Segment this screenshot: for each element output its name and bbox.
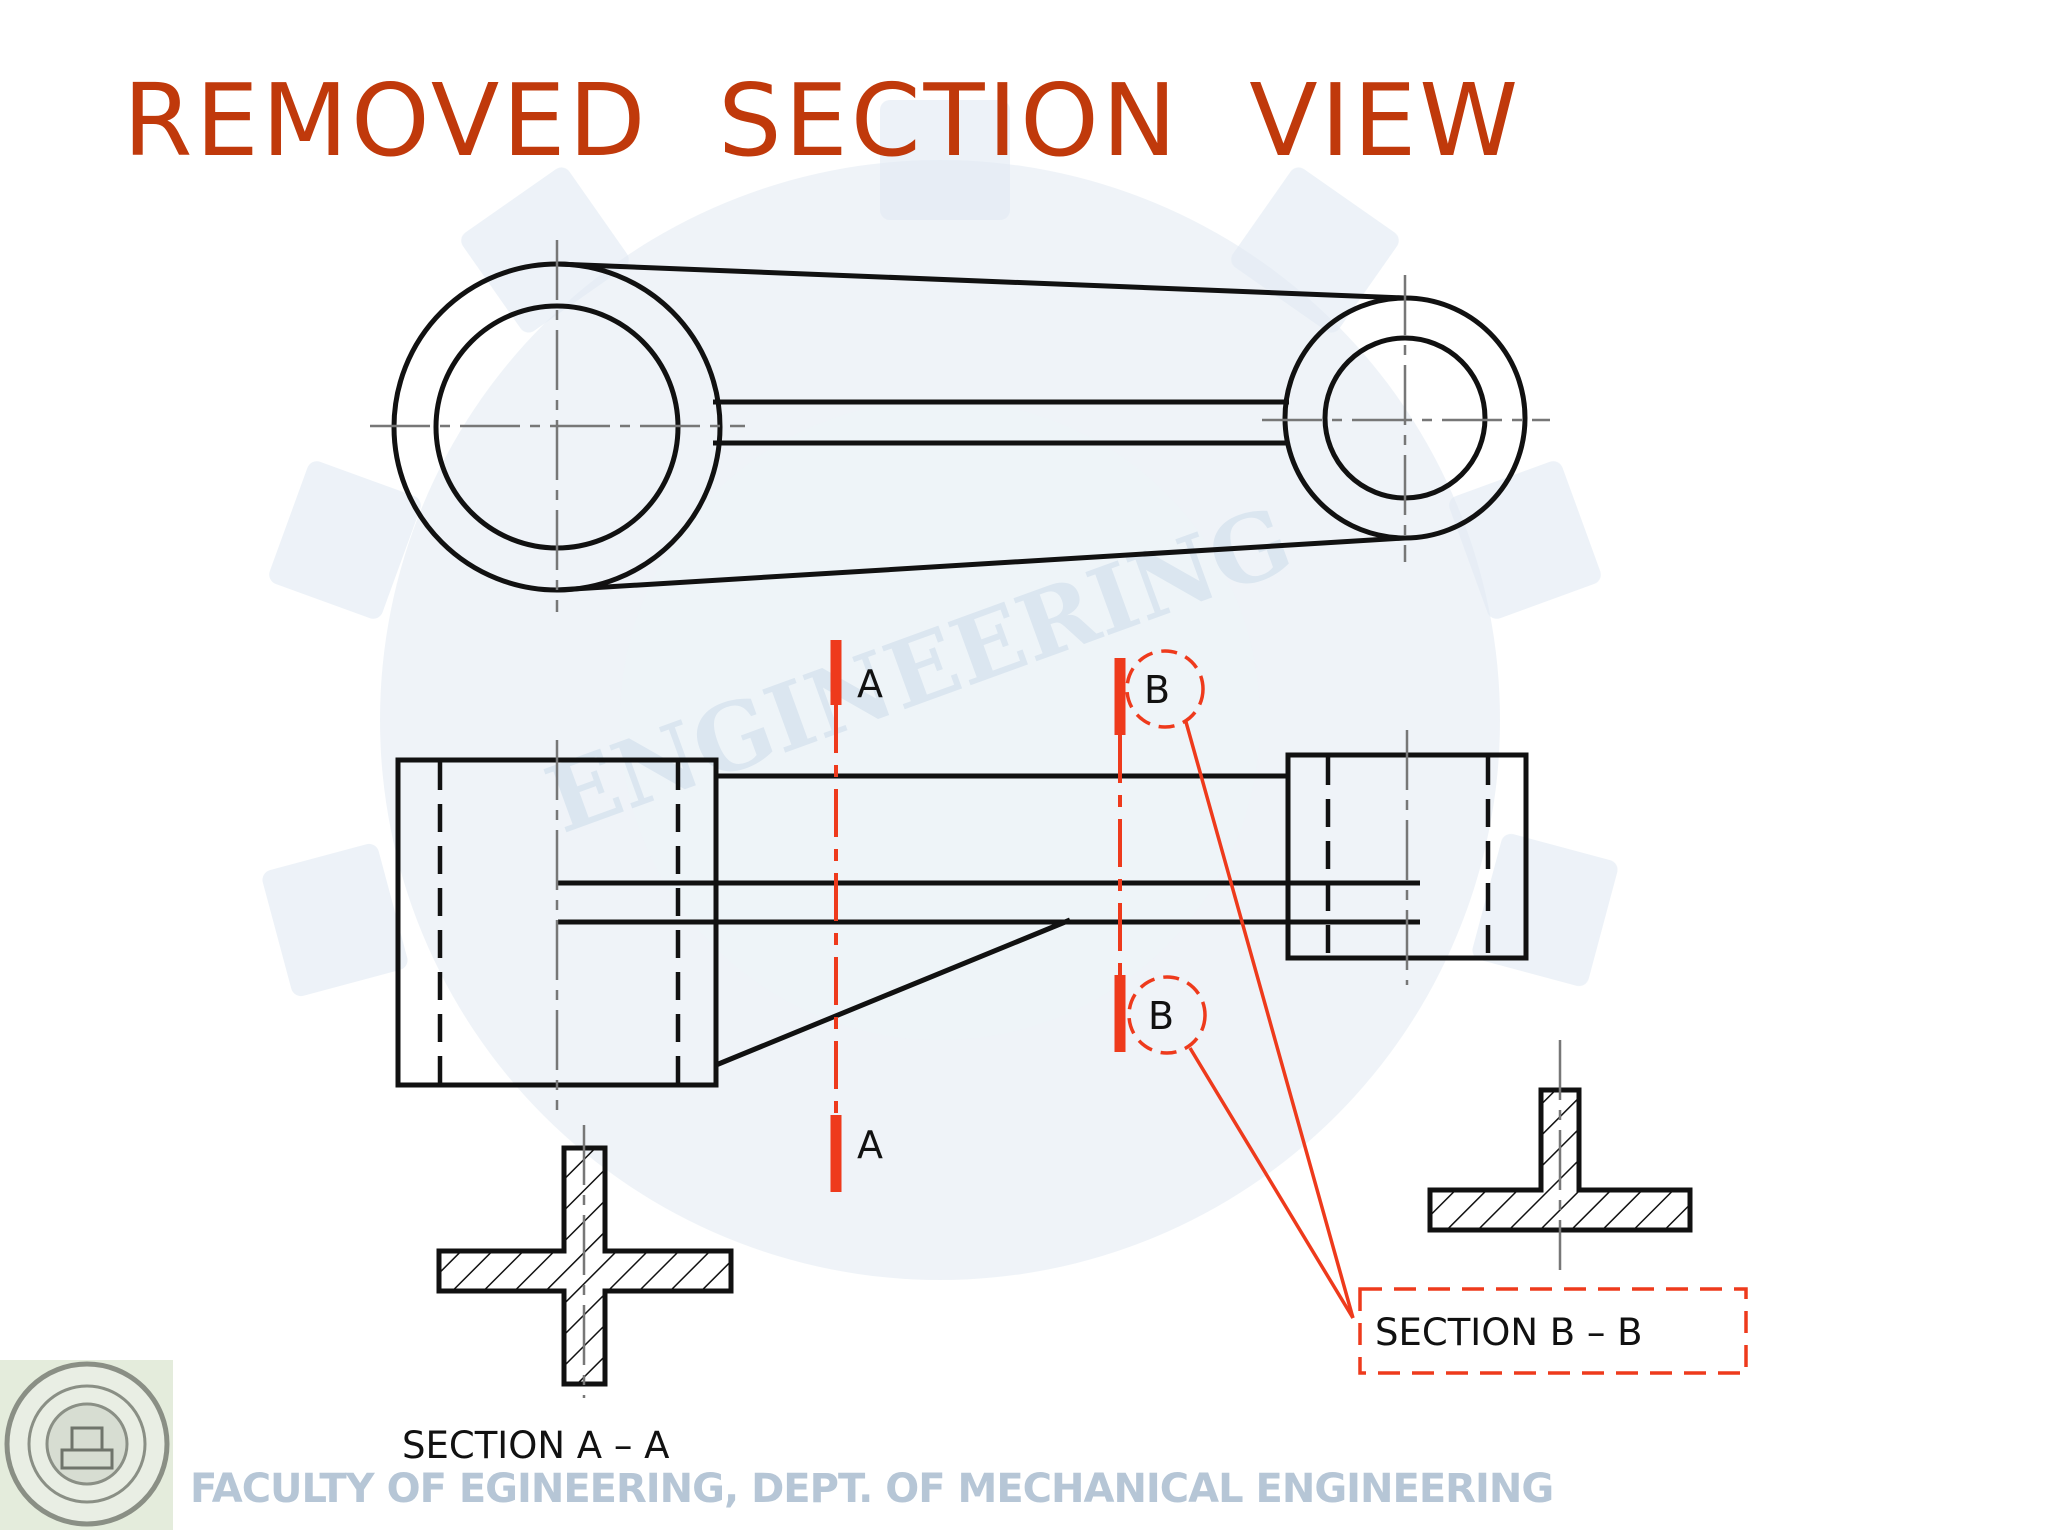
front-view-centerlines xyxy=(555,730,1409,1110)
university-seal-icon xyxy=(0,1360,173,1530)
section-a-a-label: SECTION A – A xyxy=(402,1424,669,1467)
section-b-b-label-box xyxy=(1358,1287,1748,1375)
cut-label-a-top: A xyxy=(857,662,883,706)
leader-b-top xyxy=(1184,721,1355,1319)
cut-b-top-callout xyxy=(1125,649,1205,729)
leader-b-bottom xyxy=(1188,1047,1355,1319)
cut-label-b-bottom: B xyxy=(1148,994,1174,1038)
front-view-hidden-lines xyxy=(437,757,1491,1085)
footer-faculty: FACULTY OF EGINEERING, DEPT. OF MECHANIC… xyxy=(190,1466,1554,1512)
section-b-b-label: SECTION B – B xyxy=(1375,1311,1643,1354)
gear-watermark-icon xyxy=(262,100,1618,1280)
page-title: REMOVED SECTION VIEW xyxy=(123,62,1522,179)
top-view-centerlines xyxy=(370,240,1550,612)
cutting-plane-b xyxy=(1114,649,1355,1319)
cut-label-b-top: B xyxy=(1144,668,1170,712)
front-view xyxy=(395,752,1529,1088)
web-slope-edge xyxy=(715,917,1071,1068)
bottom-taper-edge xyxy=(556,535,1406,593)
cut-label-a-bottom: A xyxy=(857,1123,883,1167)
top-taper-edge xyxy=(556,261,1406,301)
cut-b-bottom-callout xyxy=(1127,975,1207,1055)
